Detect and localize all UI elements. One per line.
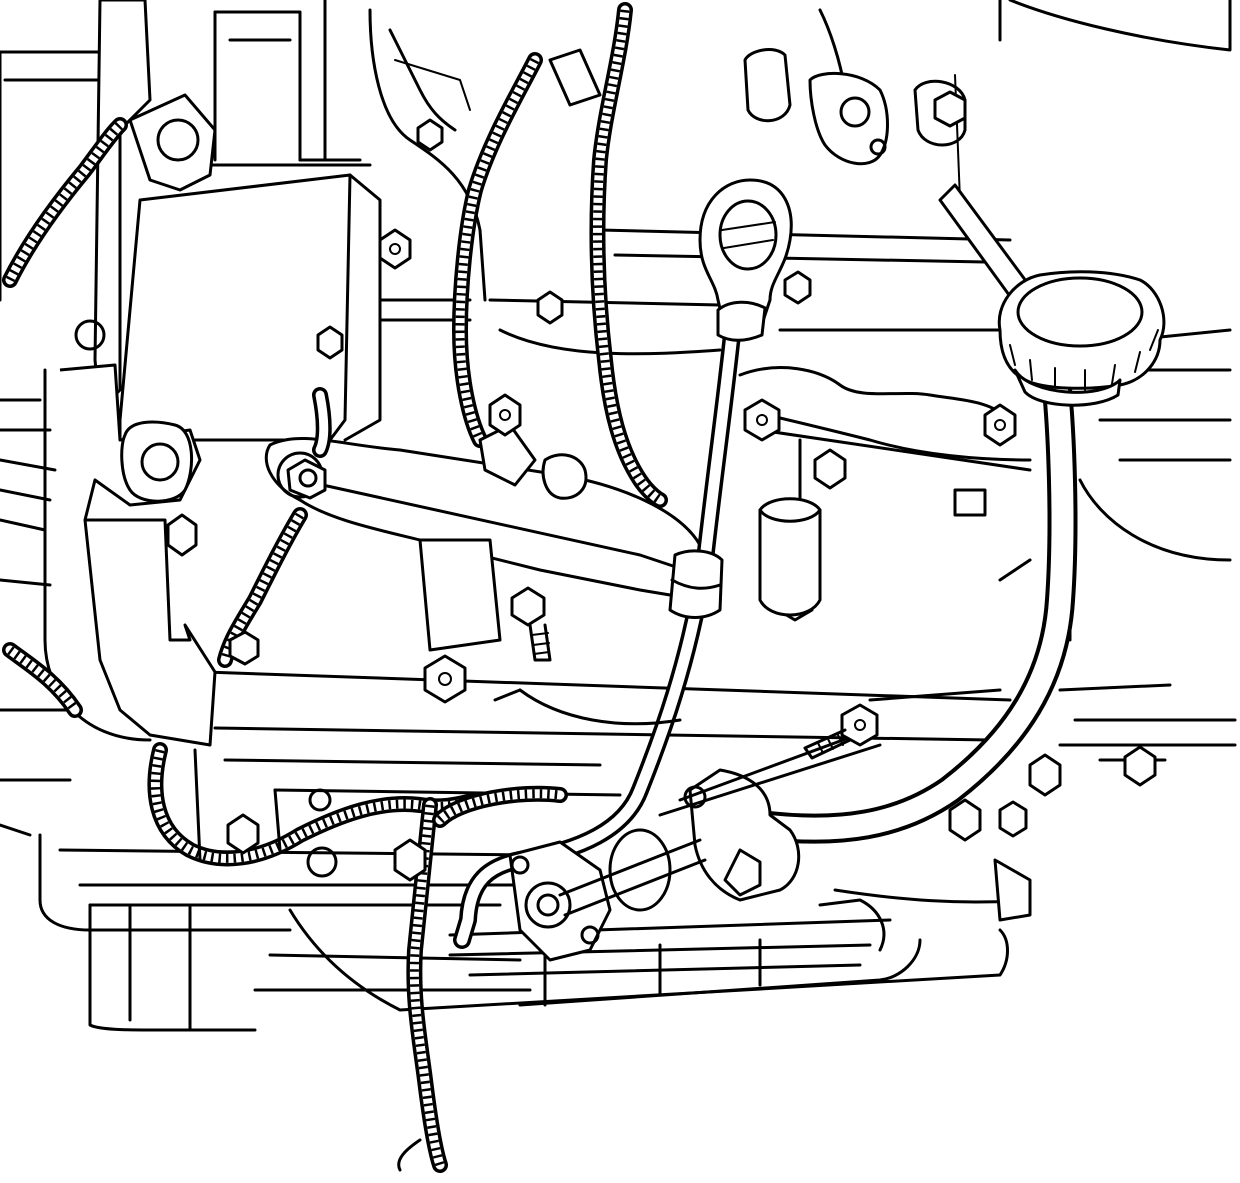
hex-bolt (226, 813, 260, 855)
hex-bolt (998, 800, 1028, 838)
hex-bolt (783, 270, 812, 305)
tube-retaining-bolt (803, 703, 879, 760)
engine-block (418, 488, 987, 652)
hex-bolt (488, 393, 522, 437)
oil-fill-tube (700, 355, 1078, 844)
hex-bolt (393, 838, 427, 882)
hex-bolt (316, 325, 344, 360)
hex-bolt (228, 630, 260, 666)
hex-bolt (166, 513, 198, 557)
hex-bolt (813, 448, 847, 490)
support-bracket-arm (43, 0, 717, 747)
oil-fill-cap (997, 270, 1166, 407)
hex-bolt (416, 118, 444, 152)
hex-bolt (378, 228, 412, 270)
hex-bolt (1028, 753, 1062, 797)
hex-bolt (933, 90, 967, 128)
hex-bolt (1123, 745, 1157, 787)
tube-mounting-bracket (508, 728, 882, 962)
hex-bolt (743, 398, 781, 442)
transmission-pan (253, 858, 1032, 1012)
hex-bolt (536, 290, 564, 325)
hex-bolt (983, 403, 1017, 447)
electrical-connectors (478, 48, 1042, 500)
hex-bolt (423, 654, 467, 704)
hex-bolt (510, 586, 552, 662)
oil-level-dipstick-handle (698, 178, 793, 342)
engine-block (193, 558, 1032, 862)
hex-bolt (948, 798, 982, 842)
